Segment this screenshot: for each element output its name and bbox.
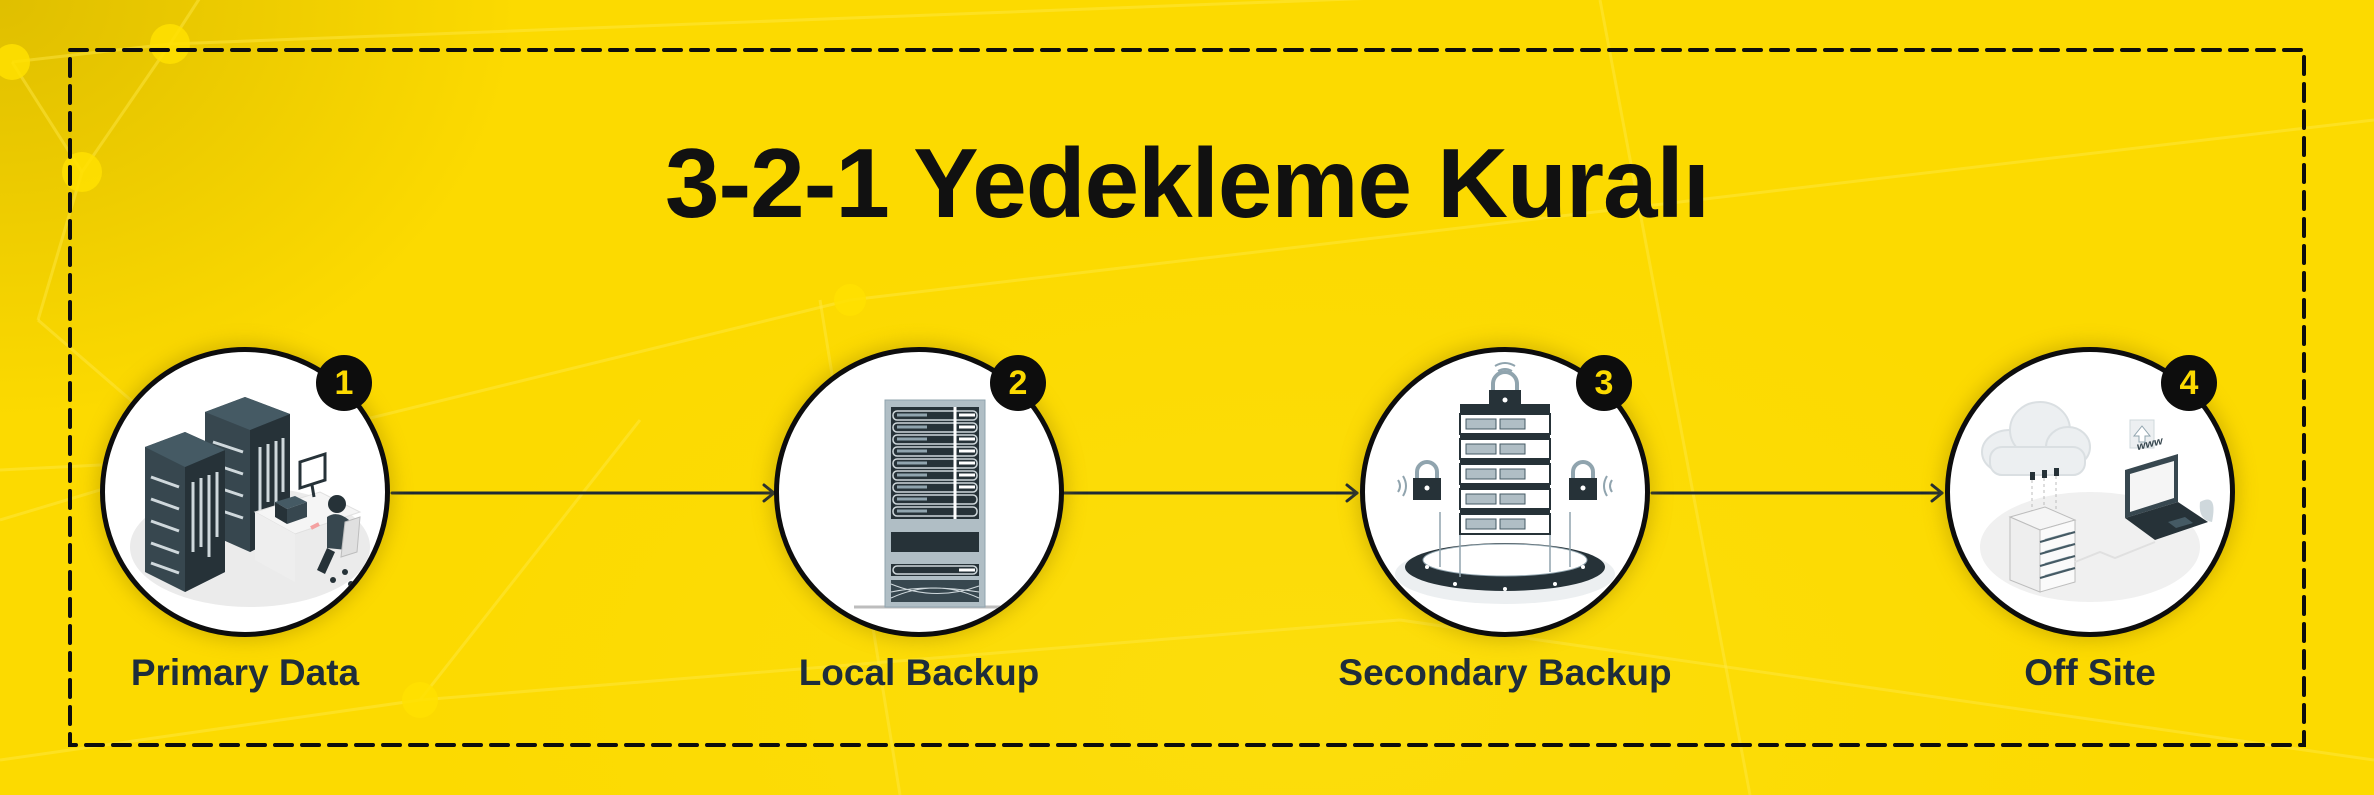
arrow-2-to-3 <box>1062 483 1359 503</box>
step-secondary-backup: 3 <box>1360 347 1650 637</box>
step-label-local-backup: Local Backup <box>798 652 1040 693</box>
secured-server-stack-icon <box>1395 362 1615 604</box>
lock-icon <box>1489 362 1521 414</box>
step-label-primary-data: Primary Data <box>130 652 360 693</box>
step-circle <box>100 347 390 637</box>
step-local-backup: 2 <box>774 347 1064 637</box>
step-number-badge: 1 <box>316 355 372 411</box>
lock-icon <box>1569 460 1613 500</box>
server-rack-icon <box>854 399 1059 609</box>
step-primary-data: 1 <box>100 347 390 637</box>
server-towers-with-operator-icon <box>130 397 370 607</box>
step-label-secondary-backup: Secondary Backup <box>1338 652 1672 693</box>
step-off-site: www 4 <box>1945 347 2235 637</box>
arrow-3-to-4 <box>1650 483 1944 503</box>
step-label-off-site: Off Site <box>2024 652 2156 693</box>
lock-icon <box>1397 460 1441 500</box>
cloud-server-laptop-icon: www <box>1980 401 2214 602</box>
arrow-1-to-2 <box>390 483 776 503</box>
step-number-badge: 2 <box>990 355 1046 411</box>
upload-icon <box>2129 419 2155 449</box>
page-title: 3-2-1 Yedekleme Kuralı <box>665 128 1710 238</box>
step-number-badge: 3 <box>1576 355 1632 411</box>
step-number-badge: 4 <box>2161 355 2217 411</box>
